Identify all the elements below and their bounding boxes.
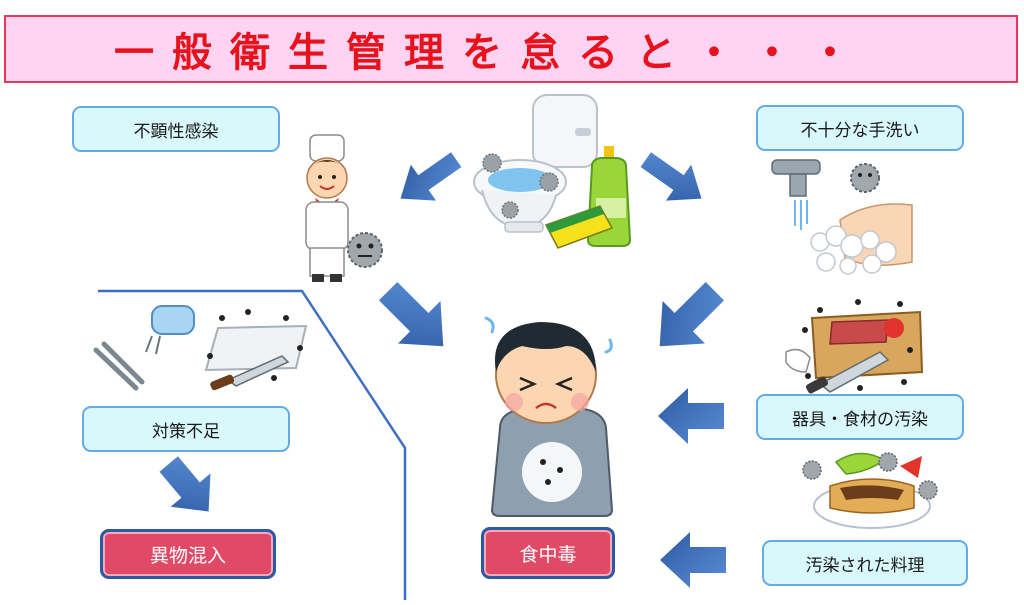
label-insufficient-measures: 対策不足 xyxy=(82,406,290,452)
label-equipment-contamination: 器具・食材の汚染 xyxy=(756,394,964,440)
germ-icon xyxy=(802,452,938,500)
arrow-equipment-to-boy xyxy=(658,388,724,444)
label-text: 汚染された料理 xyxy=(805,555,925,576)
label-poor-handwashing: 不十分な手洗い xyxy=(756,105,964,151)
label-text: 器具・食材の汚染 xyxy=(792,409,928,430)
arrow-toilet-to-chef xyxy=(400,152,462,201)
arrow-handwash-to-boy xyxy=(659,281,725,347)
cutting-board-illustration xyxy=(785,310,924,394)
toilet-illustration xyxy=(473,94,598,233)
cutlet-dish-illustration xyxy=(813,452,931,529)
germ-icon xyxy=(482,153,559,219)
arrow-chef-to-boy xyxy=(378,281,444,347)
label-text: 不十分な手洗い xyxy=(800,120,920,141)
label-text: 不顕性感染 xyxy=(133,121,219,142)
sponge-illustration xyxy=(544,205,614,249)
germ-icon xyxy=(347,232,383,268)
title-banner: 一般衛生管理を怠ると・・・ xyxy=(4,15,1018,83)
arrow-dish-to-boy xyxy=(660,532,726,588)
arrow-toilet-to-handwash xyxy=(640,152,702,201)
result-text: 食中毒 xyxy=(519,543,577,566)
label-text: 対策不足 xyxy=(152,421,220,442)
result-foreign-matter: 異物混入 xyxy=(100,529,276,579)
arrow-measures-to-foreign xyxy=(159,456,211,512)
kitchen-tools-illustration xyxy=(93,305,308,391)
result-food-poisoning: 食中毒 xyxy=(481,527,615,579)
sick-boy-illustration xyxy=(484,316,614,517)
germ-icon xyxy=(850,163,880,193)
label-latent-infection: 不顕性感染 xyxy=(72,106,280,152)
chef-illustration xyxy=(305,134,349,282)
label-contaminated-dish: 汚染された料理 xyxy=(762,540,968,586)
germ-icon xyxy=(802,299,913,391)
result-text: 異物混入 xyxy=(149,544,226,567)
divider-line xyxy=(98,289,407,600)
page-title: 一般衛生管理を怠ると・・・ xyxy=(114,30,868,76)
germ-icon xyxy=(207,309,303,381)
handwash-illustration xyxy=(771,159,913,275)
